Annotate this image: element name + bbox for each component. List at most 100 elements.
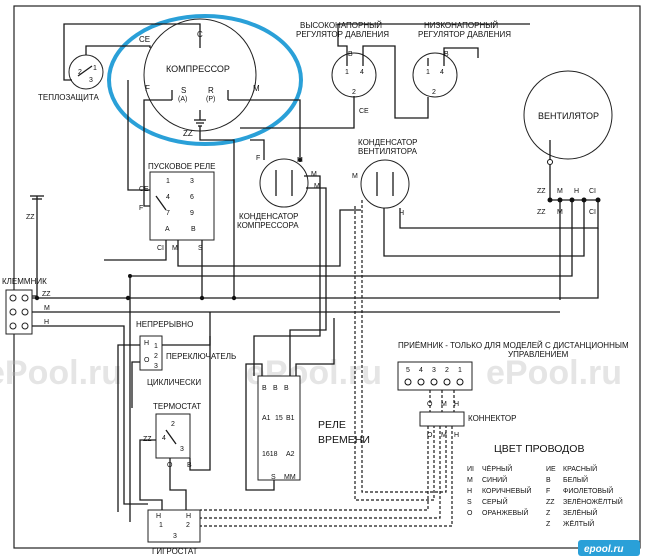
svg-text:ZZ: ZZ	[537, 209, 546, 216]
watermark: ePool.ru ePool.ru ePool.ru	[0, 354, 622, 392]
svg-text:2: 2	[186, 522, 190, 529]
timer-relay: B B B A1 15 B1 1618 A2 S MM РЕЛЕ ВРЕМЕНИ	[257, 375, 370, 481]
legend-code: S	[467, 499, 472, 506]
svg-text:A: A	[165, 226, 170, 233]
legend-code: Z	[546, 510, 551, 517]
svg-text:MM: MM	[284, 474, 296, 481]
legend-color-name: СИНИЙ	[482, 475, 507, 484]
svg-text:M: M	[352, 173, 358, 180]
svg-text:ZZ: ZZ	[26, 214, 35, 221]
compressor-terminal-r: R	[208, 86, 214, 95]
highlight-ellipse	[107, 14, 303, 146]
svg-text:3: 3	[154, 363, 158, 370]
receiver-pin-5: 5	[406, 367, 410, 374]
svg-text:B1: B1	[286, 415, 295, 422]
svg-text:H: H	[156, 513, 161, 520]
svg-text:2: 2	[154, 353, 158, 360]
connector: КОННЕКТОР O M H	[419, 411, 516, 439]
svg-text:CE: CE	[359, 108, 369, 115]
hygrostat-title: ГИГРОСТАТ	[152, 547, 198, 556]
legend-code: O	[467, 510, 473, 517]
legend-title: ЦВЕТ ПРОВОДОВ	[494, 443, 584, 455]
compressor: КОМПРЕССОР C S (A) R (P) CE F M ZZ	[139, 18, 260, 138]
svg-text:M: M	[441, 432, 447, 439]
svg-text:3: 3	[190, 178, 194, 185]
terminal-block-title: КЛЕММНИК	[2, 277, 47, 286]
svg-text:3: 3	[89, 77, 93, 84]
start-relay-title: ПУСКОВОЕ РЕЛЕ	[148, 162, 216, 171]
svg-text:H: H	[44, 319, 49, 326]
svg-text:O: O	[427, 401, 433, 408]
compressor-capacitor: F M M M КОНДЕНСАТОР КОМПРЕССОРА	[237, 155, 320, 230]
svg-text:2: 2	[78, 69, 82, 76]
svg-text:B: B	[191, 226, 196, 233]
svg-text:ePool.ru: ePool.ru	[486, 354, 622, 392]
svg-text:CI: CI	[157, 245, 164, 252]
start-relay: ПУСКОВОЕ РЕЛЕ 1 3 4 6 7 9 A B CE F CI M …	[139, 162, 216, 252]
thermostat: ТЕРМОСТАТ 2 4 3 ZZ O B	[143, 402, 201, 469]
receiver-pin-socket	[456, 378, 464, 386]
svg-text:O: O	[144, 357, 150, 364]
legend-color-name: ЗЕЛЁНОЖЁЛТЫЙ	[563, 497, 623, 506]
legend-code: Z	[546, 521, 551, 528]
svg-text:3: 3	[173, 533, 177, 540]
legend-code: ИE	[546, 466, 556, 473]
svg-text:M: M	[311, 171, 317, 178]
receiver-pin-4: 4	[419, 367, 423, 374]
compressor-title: КОМПРЕССОР	[166, 64, 230, 74]
svg-text:M: M	[314, 183, 320, 190]
svg-text:1: 1	[166, 178, 170, 185]
svg-text:F: F	[139, 205, 143, 212]
diagram-frame	[13, 5, 641, 549]
legend-color-name: КРАСНЫЙ	[563, 464, 597, 473]
hygrostat: H H 1 2 3 ГИГРОСТАТ	[147, 509, 201, 556]
svg-text:ePool.ru: ePool.ru	[0, 354, 122, 392]
receiver-pin-socket	[430, 378, 438, 386]
svg-text:ZZ: ZZ	[537, 188, 546, 195]
svg-text:H: H	[574, 188, 579, 195]
svg-text:9: 9	[190, 210, 194, 217]
svg-text:O: O	[427, 432, 433, 439]
thermal-protector-title: ТЕПЛОЗАЩИТА	[38, 93, 99, 102]
svg-text:РЕЛЕ: РЕЛЕ	[318, 419, 346, 431]
receiver-pin-socket	[443, 378, 451, 386]
svg-text:2: 2	[432, 89, 436, 96]
svg-text:S: S	[198, 245, 203, 252]
svg-text:CI: CI	[589, 209, 596, 216]
fan-capacitor: КОНДЕНСАТОР ВЕНТИЛЯТОРА M H	[352, 138, 418, 217]
legend-code: H	[467, 488, 472, 495]
terminal-block: КЛЕММНИК ZZ M H	[2, 277, 51, 335]
svg-text:1: 1	[154, 343, 158, 350]
receiver-pin-2: 2	[445, 367, 449, 374]
svg-text:A2: A2	[286, 451, 295, 458]
svg-text:H: H	[454, 401, 459, 408]
mode-switch: НЕПРЕРЫВНО H O 1 2 3 ПЕРЕКЛЮЧАТЕЛЬ ЦИКЛИ…	[136, 320, 236, 387]
legend-code: B	[546, 477, 551, 484]
svg-text:КОНДЕНСАТОР: КОНДЕНСАТОР	[358, 138, 418, 147]
legend-color-name: ФИОЛЕТОВЫЙ	[563, 486, 613, 495]
svg-text:4: 4	[440, 69, 444, 76]
legend-code: ZZ	[546, 499, 555, 506]
ground-symbol: ZZ	[26, 195, 44, 221]
svg-text:3: 3	[180, 446, 184, 453]
svg-text:РЕГУЛЯТОР ДАВЛЕНИЯ: РЕГУЛЯТОР ДАВЛЕНИЯ	[418, 30, 511, 39]
svg-text:КОМПРЕССОРА: КОМПРЕССОРА	[237, 221, 299, 230]
legend-color-name: ОРАНЖЕВЫЙ	[482, 508, 528, 517]
legend-color-name: ЖЁЛТЫЙ	[563, 519, 594, 528]
svg-text:4: 4	[166, 194, 170, 201]
svg-text:УПРАВЛЕНИЕМ: УПРАВЛЕНИЕМ	[508, 350, 569, 359]
svg-text:(A): (A)	[178, 96, 187, 103]
svg-text:1: 1	[159, 522, 163, 529]
svg-text:4: 4	[162, 435, 166, 442]
svg-text:M: M	[172, 245, 178, 252]
legend-color-name: ЗЕЛЁНЫЙ	[563, 508, 597, 517]
receiver-pin-socket	[404, 378, 412, 386]
high-pressure-regulator: ВЫСОКОНАПОРНЫЙ РЕГУЛЯТОР ДАВЛЕНИЯ B 1 4 …	[296, 21, 389, 115]
svg-text:CI: CI	[589, 188, 596, 195]
fan-title: ВЕНТИЛЯТОР	[538, 111, 599, 121]
svg-text:H: H	[186, 513, 191, 520]
svg-text:(P): (P)	[206, 96, 215, 103]
svg-text:B: B	[273, 385, 278, 392]
svg-text:B: B	[444, 51, 449, 58]
